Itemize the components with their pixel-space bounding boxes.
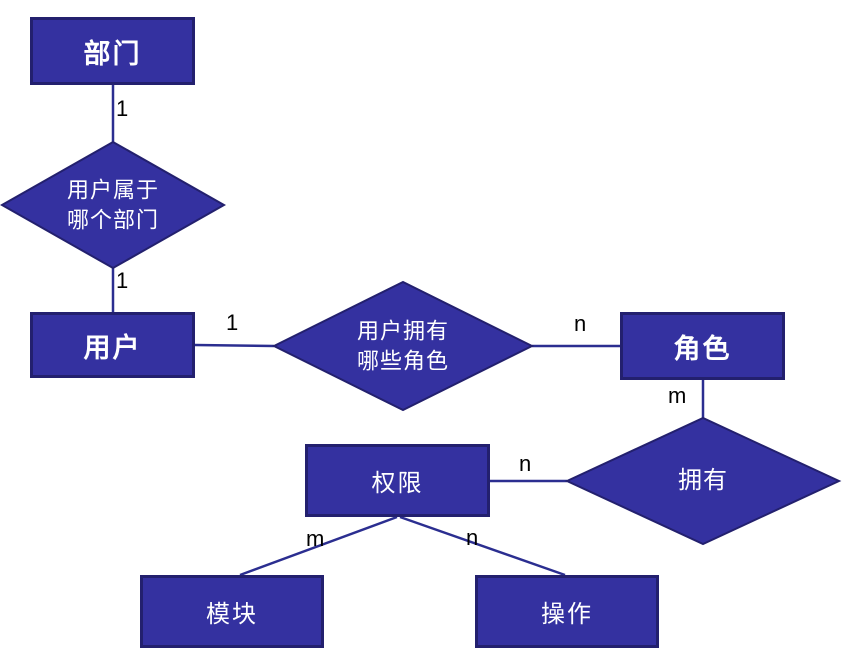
connector-perm-module <box>239 515 398 577</box>
relation-diamond-user-has-roles <box>271 280 535 412</box>
cardinality-perm-action: n <box>466 525 479 550</box>
connector-user-hasroles <box>194 343 275 348</box>
cardinality-user-hasroles: 1 <box>226 310 239 335</box>
cardinality-perm-module: m <box>306 526 325 551</box>
relation-label-role-has-perm: 拥有 <box>678 467 728 494</box>
relation-label-line1: 用户拥有 <box>356 318 450 344</box>
relation-label-line2: 哪些角色 <box>356 348 450 373</box>
cardinality-hasroles-role: n <box>574 311 587 336</box>
entity-operation-label: 操作 <box>541 602 593 628</box>
entity-permission-label: 权限 <box>371 471 424 497</box>
entity-user-label: 用户 <box>83 332 142 363</box>
entity-module: 模块 <box>140 575 324 648</box>
relation-label-line1: 用户属于 <box>66 177 160 203</box>
connector-perm-action <box>399 515 566 577</box>
relation-label-user-belongs-dept: 用户属于 哪个部门 <box>67 175 159 234</box>
relation-label-user-has-roles: 用户拥有 哪些角色 <box>357 316 449 375</box>
relation-diamond-user-belongs-dept <box>0 140 227 270</box>
cardinality-perm-haspermission: n <box>519 451 532 476</box>
entity-role-label: 角色 <box>673 333 732 364</box>
cardinality-role-haspermission: m <box>668 383 687 408</box>
entity-department: 部门 <box>30 17 195 85</box>
entity-department-label: 部门 <box>83 38 142 69</box>
entity-module-label: 模块 <box>206 602 258 628</box>
cardinality-dept-belongs: 1 <box>116 96 129 121</box>
entity-operation: 操作 <box>475 575 659 648</box>
entity-user: 用户 <box>30 312 195 378</box>
relation-diamond-role-has-perm <box>564 416 842 546</box>
entity-permission: 权限 <box>305 444 490 517</box>
relation-label-line2: 哪个部门 <box>66 207 160 232</box>
cardinality-belongs-user: 1 <box>116 268 129 293</box>
entity-role: 角色 <box>620 312 785 380</box>
